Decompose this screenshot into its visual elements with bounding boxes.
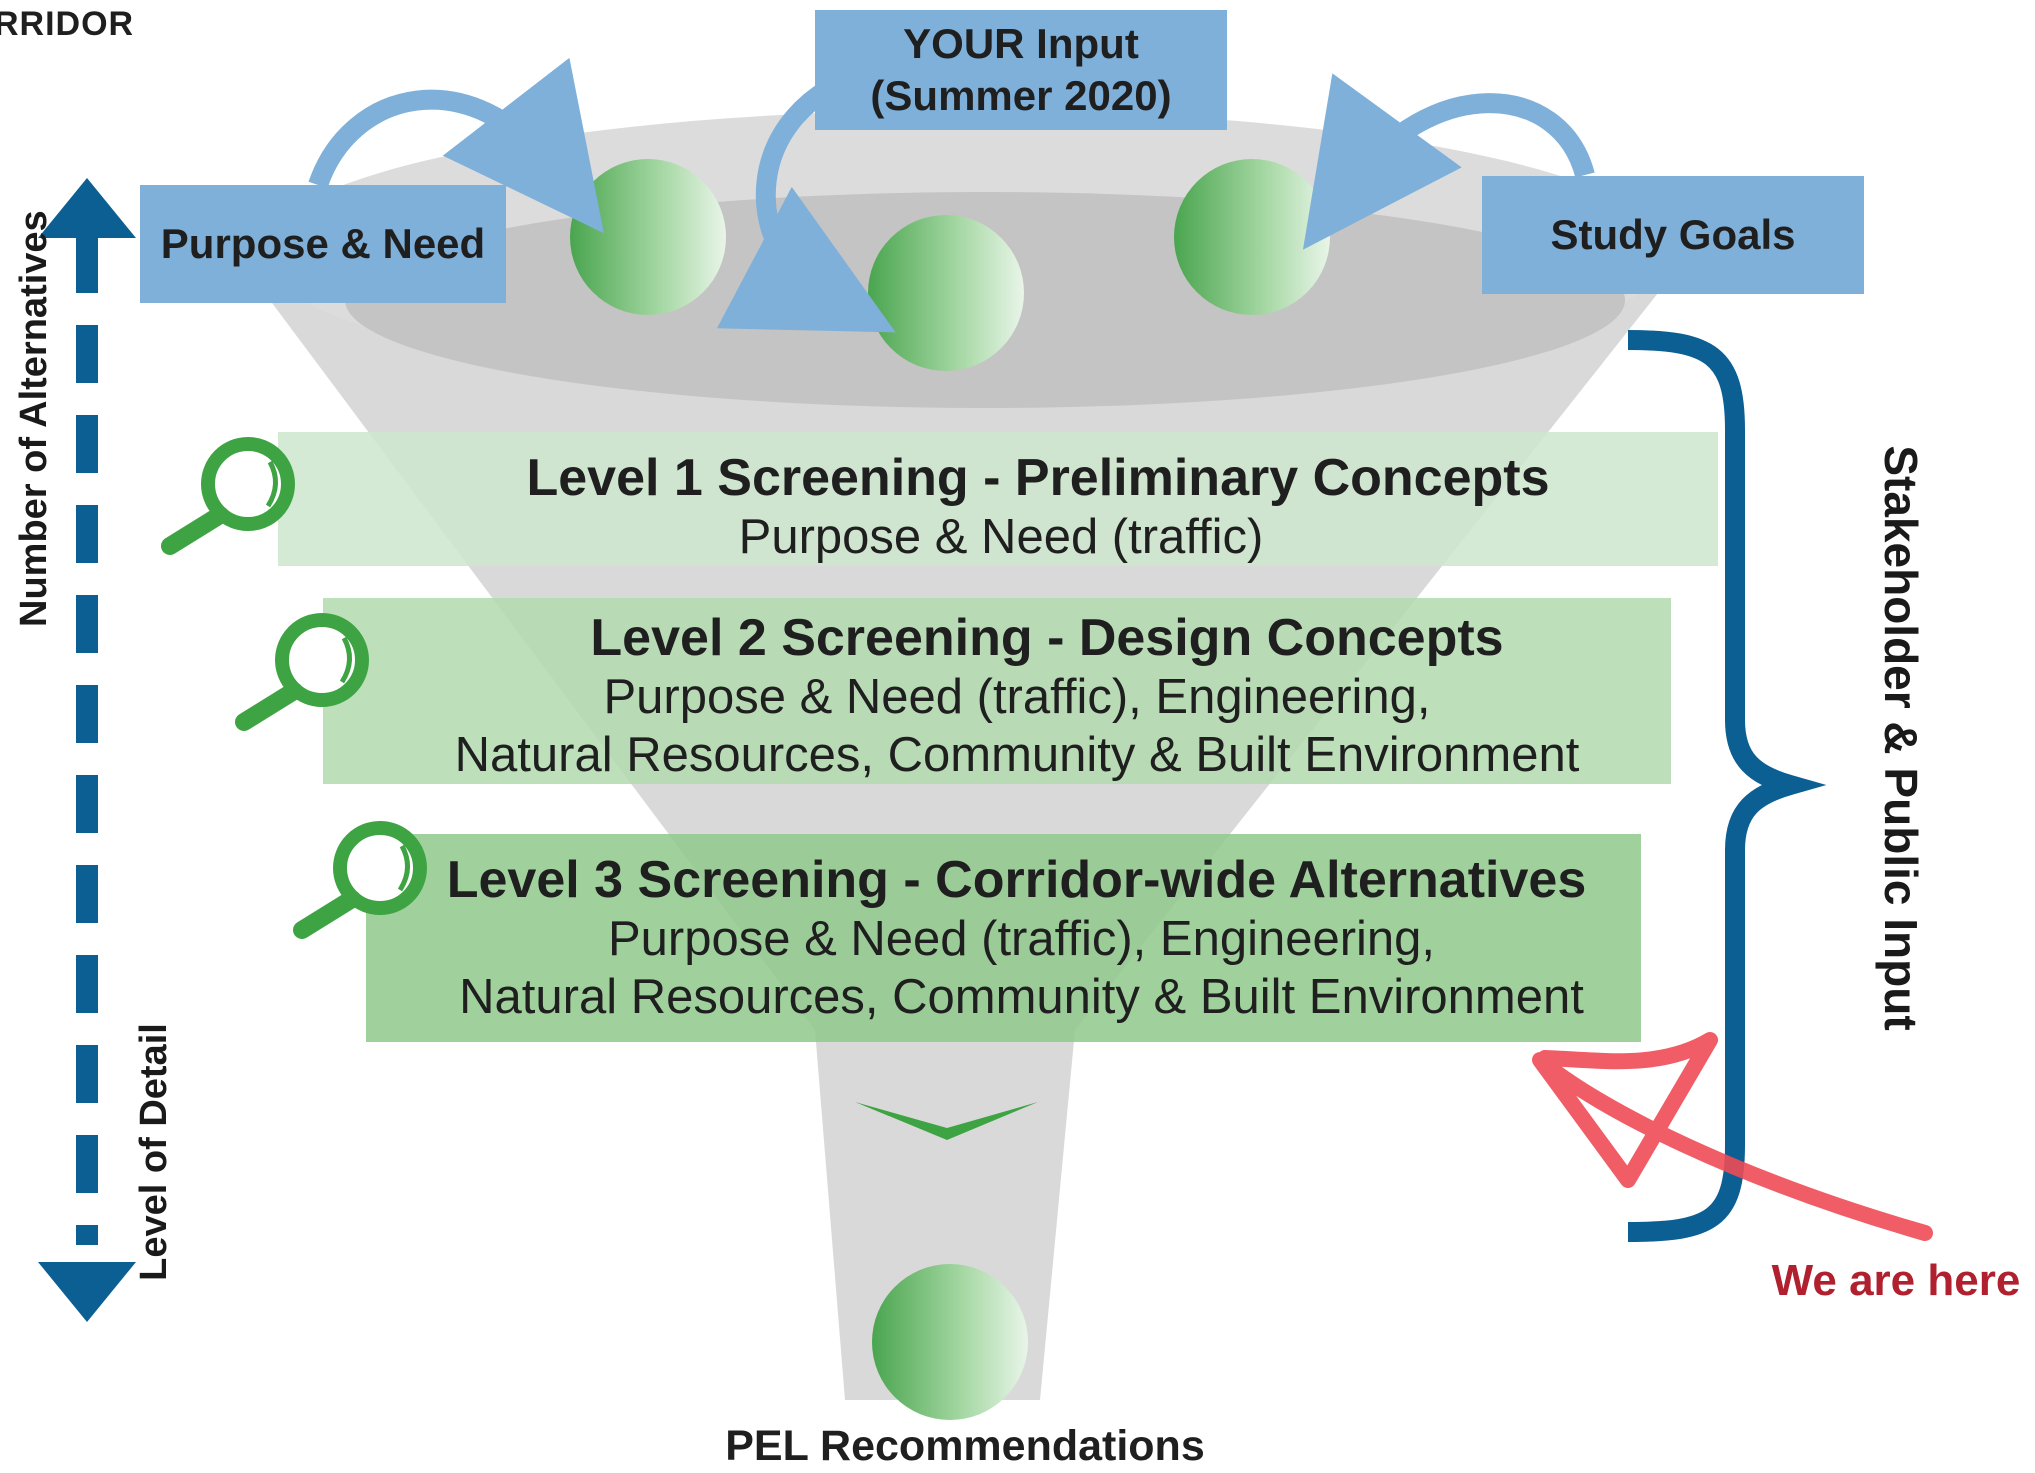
level-3-line-1: Purpose & Need (traffic), Engineering, <box>607 912 1436 966</box>
green-ball <box>872 1264 1028 1420</box>
magnifier-icon <box>235 613 369 731</box>
corner-title: RRIDOR <box>0 4 135 43</box>
level-3-line-2: Natural Resources, Community & Built Env… <box>459 970 1584 1024</box>
purpose-need-box: Purpose & Need <box>140 185 506 303</box>
green-ball <box>570 159 726 315</box>
study-goals-label: Study Goals <box>1550 211 1796 258</box>
purpose-need-label: Purpose & Need <box>160 220 486 267</box>
magnifier-icon <box>293 821 427 939</box>
level-2-text: Level 2 Screening - Design Concepts Purp… <box>323 603 1671 789</box>
level-1-text: Level 1 Screening - Preliminary Concepts… <box>278 440 1718 574</box>
arrow-icon <box>1302 73 1595 250</box>
study-goals-box: Study Goals <box>1482 176 1864 294</box>
check-marker <box>1532 1032 1933 1241</box>
magnifier-icon <box>161 437 295 555</box>
funnel-body <box>225 240 1700 1400</box>
green-ball <box>868 215 1024 371</box>
pel-recommendations-label: PEL Recommendations <box>725 1421 1205 1470</box>
brace-icon <box>1627 330 1827 1242</box>
level-1-title: Level 1 Screening - Preliminary Concepts <box>526 449 1550 507</box>
your-input-box: YOUR Input (Summer 2020) <box>815 10 1227 130</box>
level-1-line-1: Purpose & Need (traffic) <box>738 510 1264 564</box>
axis-label-detail: Level of Detail <box>133 1023 175 1281</box>
left-axis-arrow <box>38 178 136 1322</box>
level-3-title: Level 3 Screening - Corridor-wide Altern… <box>446 851 1587 909</box>
your-input-label-1: YOUR Input <box>903 20 1139 67</box>
level-2-title: Level 2 Screening - Design Concepts <box>590 609 1504 667</box>
green-ball <box>1174 159 1330 315</box>
band-level-1 <box>278 432 1718 566</box>
band-level-2 <box>323 598 1671 784</box>
arrow-icon <box>308 57 604 234</box>
chevron-down-icon <box>855 1102 1038 1140</box>
we-are-here-label: We are here <box>1771 1256 2021 1305</box>
level-2-line-1: Purpose & Need (traffic), Engineering, <box>603 670 1431 724</box>
band-level-3 <box>366 834 1641 1042</box>
level-2-line-2: Natural Resources, Community & Built Env… <box>454 728 1580 782</box>
axis-label-alternatives: Number of Alternatives <box>13 210 55 627</box>
level-3-text: Level 3 Screening - Corridor-wide Altern… <box>366 834 1641 1042</box>
your-input-label-2: (Summer 2020) <box>870 72 1172 119</box>
stakeholder-input-label: Stakeholder & Public Input <box>1875 445 1927 1031</box>
